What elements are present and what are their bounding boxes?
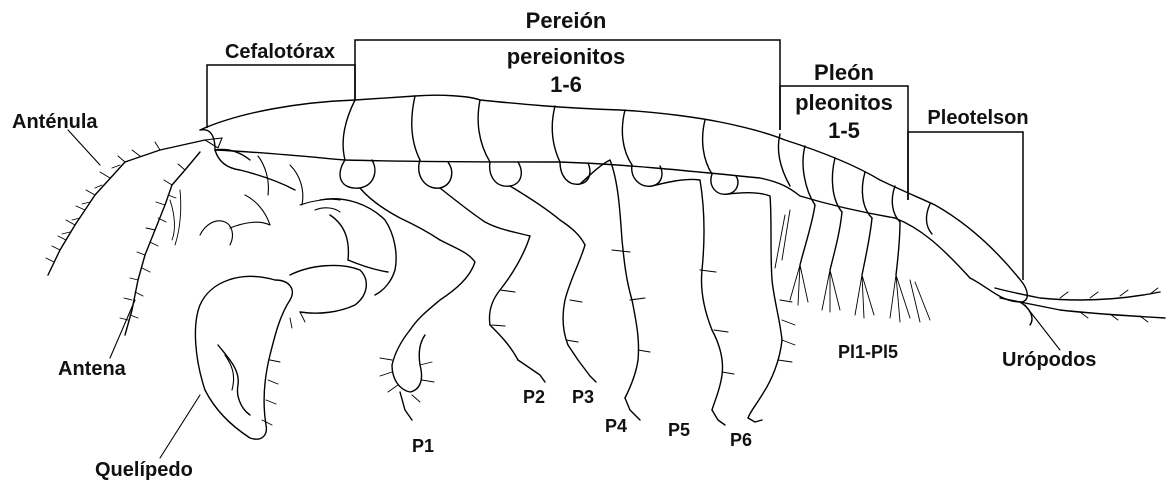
label-antenula: Anténula — [12, 111, 98, 133]
pleotelson-bracket — [908, 132, 1023, 280]
label-p6: P6 — [730, 430, 752, 450]
label-pereion: Pereión — [526, 8, 607, 33]
label-antena: Antena — [58, 358, 127, 380]
region-brackets — [207, 40, 1023, 280]
quelipedo-limb — [195, 199, 396, 439]
label-p4: P4 — [605, 416, 627, 436]
limb-p3 — [510, 186, 596, 382]
limb-p6 — [728, 193, 795, 422]
label-pleopods: Pl1-Pl5 — [838, 342, 898, 362]
label-pleon: Pleón — [814, 60, 874, 85]
label-p1: P1 — [412, 436, 434, 456]
limb-p1 — [360, 188, 475, 420]
urosome-underside — [800, 196, 970, 278]
label-quelipedo: Quelípedo — [95, 459, 193, 481]
label-cefalotorax: Cefalotórax — [225, 41, 335, 63]
label-pereionitos-range: 1-6 — [550, 72, 582, 97]
segment-lines — [343, 96, 932, 234]
label-p3: P3 — [572, 387, 594, 407]
limb-p4 — [580, 160, 650, 420]
mouthparts — [200, 195, 340, 245]
label-pleonitos: pleonitos — [795, 90, 893, 115]
labels: Pereión pereionitos 1-6 Cefalotórax Pleó… — [12, 8, 1096, 481]
limb-p5 — [652, 179, 734, 425]
label-uropodos: Urópodos — [1002, 349, 1096, 371]
label-pleonitos-range: 1-5 — [828, 118, 860, 143]
label-pleotelson: Pleotelson — [927, 107, 1028, 129]
pleopods — [775, 205, 930, 322]
uropods — [995, 288, 1165, 325]
label-pereionitos: pereionitos — [507, 44, 626, 69]
label-p2: P2 — [523, 387, 545, 407]
coxal-plates — [340, 160, 738, 194]
label-p5: P5 — [668, 420, 690, 440]
limb-p2 — [440, 188, 545, 382]
